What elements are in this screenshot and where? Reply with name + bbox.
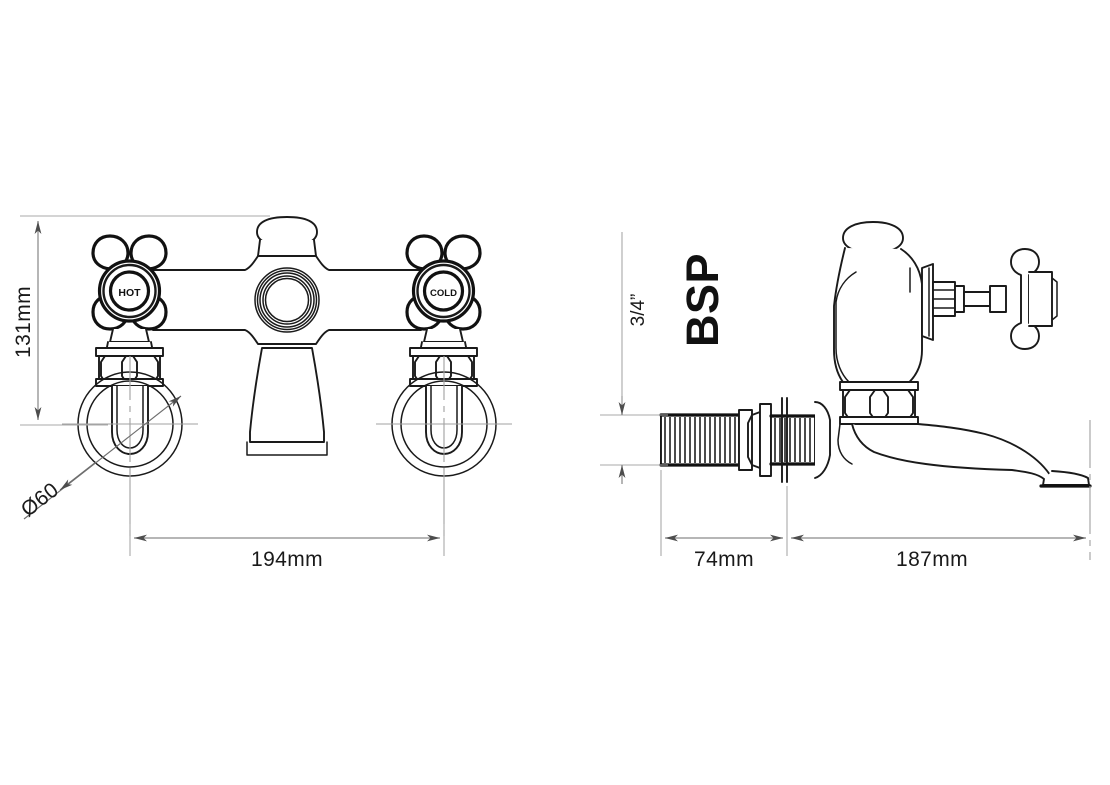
dimension-shank-74mm: 74mm	[660, 470, 788, 571]
dimension-label-thread-size: 3/4”	[628, 294, 649, 327]
handle-label-cold: COLD	[430, 288, 457, 299]
dimension-label-74mm: 74mm	[694, 548, 754, 571]
front-valve-cold: COLD	[376, 234, 512, 540]
dimension-thread-size: 3/4” BSP	[600, 232, 728, 484]
side-valve-body	[833, 221, 1058, 425]
dimension-label-131mm: 131mm	[12, 286, 35, 358]
side-spout	[837, 420, 1092, 560]
dimension-height-131mm: 131mm	[12, 215, 270, 426]
dimension-label-187mm: 187mm	[896, 548, 968, 571]
dimension-label-d60: Ø60	[17, 478, 63, 521]
dimension-centres-194mm: 194mm	[129, 470, 445, 571]
front-central-body	[152, 216, 422, 456]
front-elevation-view: HOT	[12, 215, 512, 571]
handle-label-hot: HOT	[118, 287, 141, 299]
dimension-reach-187mm: 187mm	[791, 534, 1086, 571]
dimension-label-194mm: 194mm	[251, 548, 323, 571]
front-valve-hot: HOT	[62, 234, 198, 540]
dimension-label-bsp: BSP	[677, 253, 728, 347]
side-threaded-shank	[659, 397, 831, 483]
side-elevation-view: 3/4” BSP 74mm 187mm	[600, 221, 1092, 571]
